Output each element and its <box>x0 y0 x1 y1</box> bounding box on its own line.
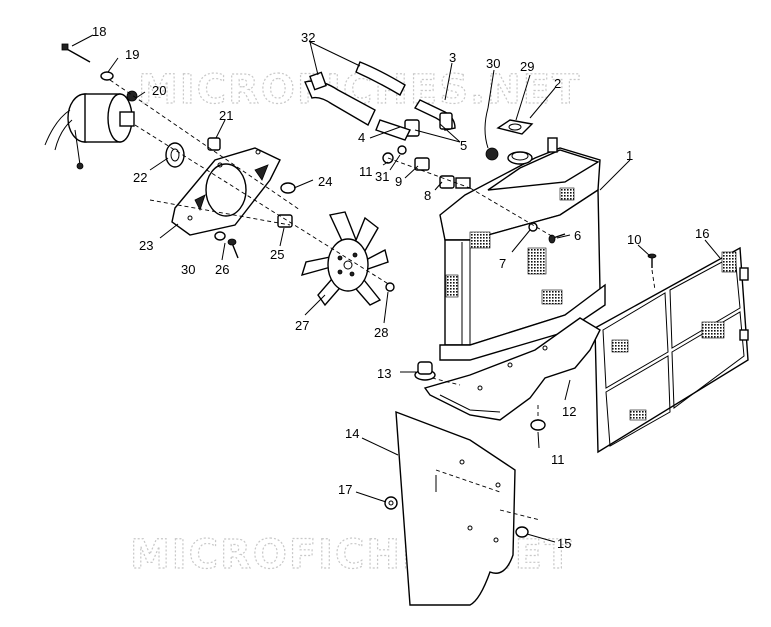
callout-20: 20 <box>152 83 166 98</box>
callout-30-upper: 30 <box>486 56 500 71</box>
fastener-15 <box>515 526 529 538</box>
hose-32 <box>304 61 406 126</box>
starter-motor <box>44 90 138 170</box>
callout-27: 27 <box>295 318 309 333</box>
callout-labels: 1 2 3 4 5 6 7 8 9 10 11 11 12 13 14 15 1… <box>92 24 709 551</box>
callout-25: 25 <box>270 247 284 262</box>
cooling-fan <box>300 211 389 307</box>
callout-26: 26 <box>215 262 229 277</box>
nut-24 <box>280 182 296 194</box>
callout-31: 31 <box>375 169 389 184</box>
pulley-22 <box>165 142 185 168</box>
spacer-25 <box>277 214 293 228</box>
callout-5: 5 <box>460 138 467 153</box>
side-panel <box>395 410 516 606</box>
hose-clamp-5b <box>439 112 453 130</box>
callout-30-lower: 30 <box>181 262 195 277</box>
callout-28: 28 <box>374 325 388 340</box>
callout-9: 9 <box>395 174 402 189</box>
radiator-screen <box>594 246 749 454</box>
callout-7: 7 <box>499 256 506 271</box>
washer-7 <box>528 222 538 232</box>
assembly-axes <box>109 79 656 521</box>
callout-12: 12 <box>562 404 576 419</box>
callout-13: 13 <box>377 366 391 381</box>
washer-19 <box>100 71 114 81</box>
callout-3: 3 <box>449 50 456 65</box>
callout-4: 4 <box>358 130 365 145</box>
washer-17 <box>384 496 398 510</box>
callout-19: 19 <box>125 47 139 62</box>
callout-11-lower: 11 <box>551 452 565 467</box>
callout-6: 6 <box>574 228 581 243</box>
leader-lines <box>71 34 721 543</box>
callout-23: 23 <box>139 238 153 253</box>
bolt-18 <box>61 43 91 63</box>
washer-31 <box>397 145 407 155</box>
sensor-30 <box>484 107 499 161</box>
callout-16: 16 <box>695 226 709 241</box>
gasket-plate <box>171 147 281 236</box>
radiator-cap-29 <box>496 119 534 135</box>
callout-32: 32 <box>301 30 315 45</box>
callout-29: 29 <box>520 59 534 74</box>
bolt-6 <box>548 233 566 244</box>
nut-11-lower <box>530 419 546 431</box>
callout-10: 10 <box>627 232 641 247</box>
mounting-bracket <box>423 317 601 421</box>
callout-22: 22 <box>133 170 147 185</box>
washer-28 <box>385 282 395 292</box>
callout-2: 2 <box>554 76 561 91</box>
callout-11-upper: 11 <box>359 164 373 179</box>
grommet-13 <box>414 361 436 381</box>
callout-1: 1 <box>626 148 633 163</box>
callout-8: 8 <box>424 188 431 203</box>
callout-14: 14 <box>345 426 359 441</box>
spacer-21 <box>207 137 221 151</box>
callout-17: 17 <box>338 482 352 497</box>
callout-24: 24 <box>318 174 332 189</box>
screw-26 <box>227 238 239 259</box>
radiator <box>439 137 606 361</box>
screw-10 <box>647 253 657 268</box>
washer-30-lower <box>214 231 226 241</box>
callout-18: 18 <box>92 24 106 39</box>
callout-15: 15 <box>557 536 571 551</box>
callout-21: 21 <box>219 108 233 123</box>
